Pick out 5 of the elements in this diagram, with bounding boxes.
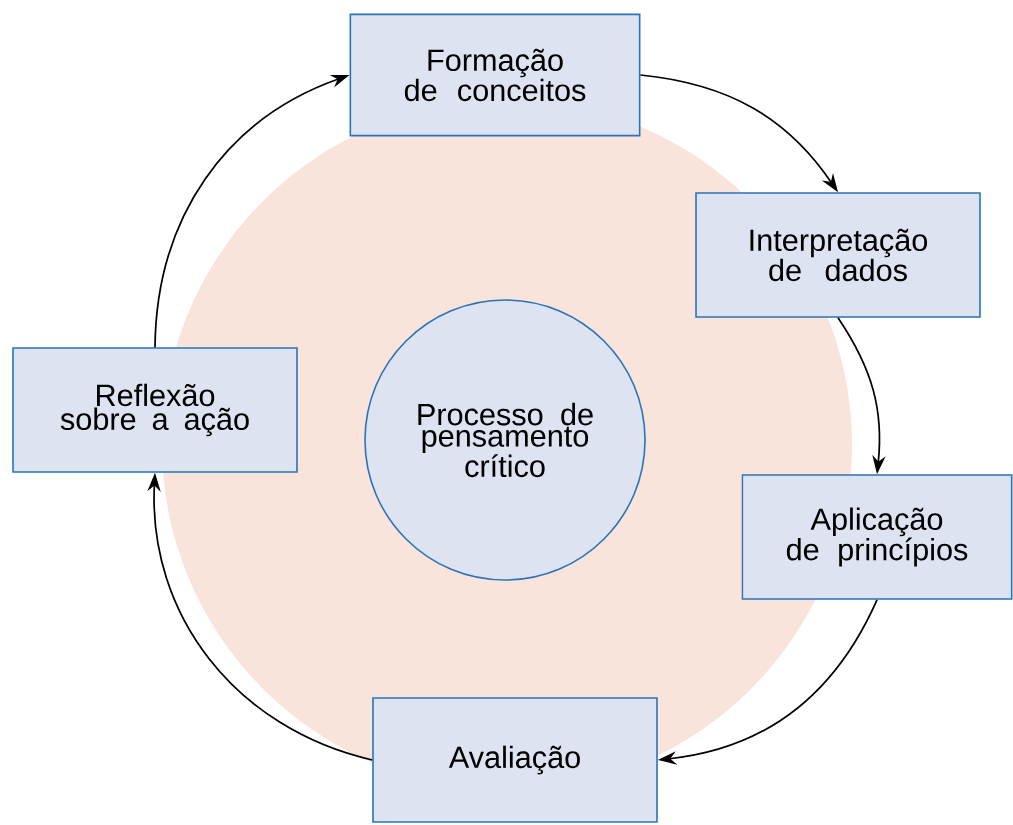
process-box: Aplicação de princípios [741,474,1013,600]
process-box: Interpretação de dados [695,192,981,318]
process-box: Reflexão sobre a ação [12,347,298,473]
process-box: Avaliação [372,697,658,823]
process-box: Formação de conceitos [349,13,641,137]
